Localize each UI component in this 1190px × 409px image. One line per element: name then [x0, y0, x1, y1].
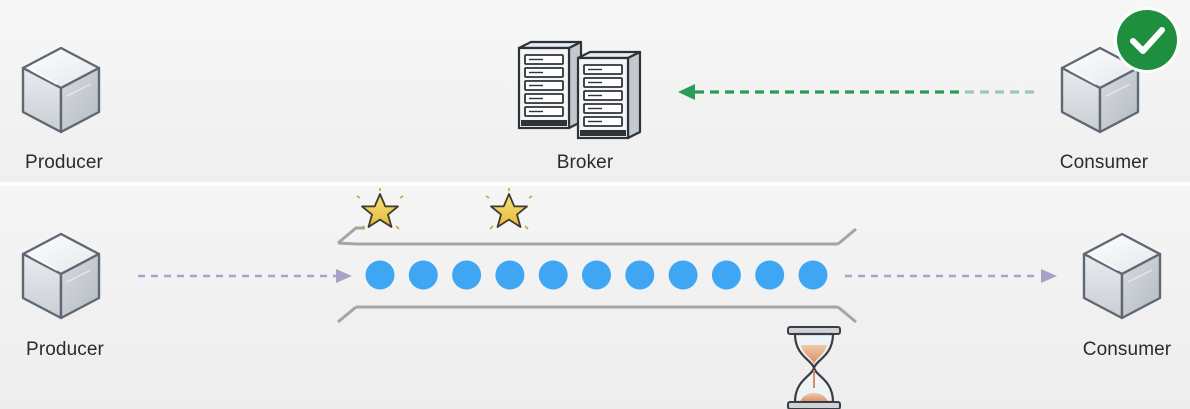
producer-cube-icon — [21, 46, 101, 134]
broker-node — [517, 40, 642, 140]
message-dot — [668, 260, 698, 290]
bottom-panel — [0, 186, 1190, 409]
consume-arrow — [845, 269, 1057, 283]
message-dot — [798, 260, 828, 290]
check-circle-icon — [1114, 7, 1180, 73]
message-dot — [365, 260, 395, 290]
produce-arrow — [138, 269, 352, 283]
ack-arrow — [678, 84, 1035, 100]
star-icon — [356, 187, 404, 230]
broker-label: Broker — [556, 152, 614, 173]
arrowhead-right-icon — [336, 269, 352, 283]
queue-messages — [365, 260, 828, 290]
hourglass-icon — [787, 326, 841, 409]
message-dot — [582, 260, 611, 290]
consumer-node-bottom — [1082, 232, 1162, 320]
queue-top-wall — [337, 226, 365, 245]
consumer-node-top — [1060, 7, 1180, 134]
producer-label-top: Producer — [25, 152, 103, 173]
arrowhead-left-icon — [678, 84, 695, 100]
star-marker — [356, 187, 404, 230]
message-dot — [452, 260, 482, 290]
message-dot — [625, 260, 655, 290]
message-dot — [408, 260, 438, 290]
message-dot — [538, 260, 568, 290]
arrowhead-right-icon — [1041, 269, 1057, 283]
queue-channel — [337, 226, 857, 324]
message-dot — [495, 260, 525, 290]
server-icon — [576, 50, 642, 140]
panel-divider — [0, 182, 1190, 186]
message-dot — [755, 260, 785, 290]
producer-cube-icon — [21, 232, 101, 320]
server-icon — [517, 40, 583, 130]
star-icon — [485, 187, 533, 230]
producer-node-bottom — [21, 232, 101, 320]
consumer-label-bottom: Consumer — [1082, 339, 1172, 360]
producer-label-bottom: Producer — [26, 339, 104, 360]
consumer-cube-icon — [1082, 232, 1162, 320]
star-marker — [485, 187, 533, 230]
message-dot — [711, 260, 741, 290]
consumer-label-top: Consumer — [1059, 152, 1149, 173]
producer-node-top — [21, 46, 101, 134]
